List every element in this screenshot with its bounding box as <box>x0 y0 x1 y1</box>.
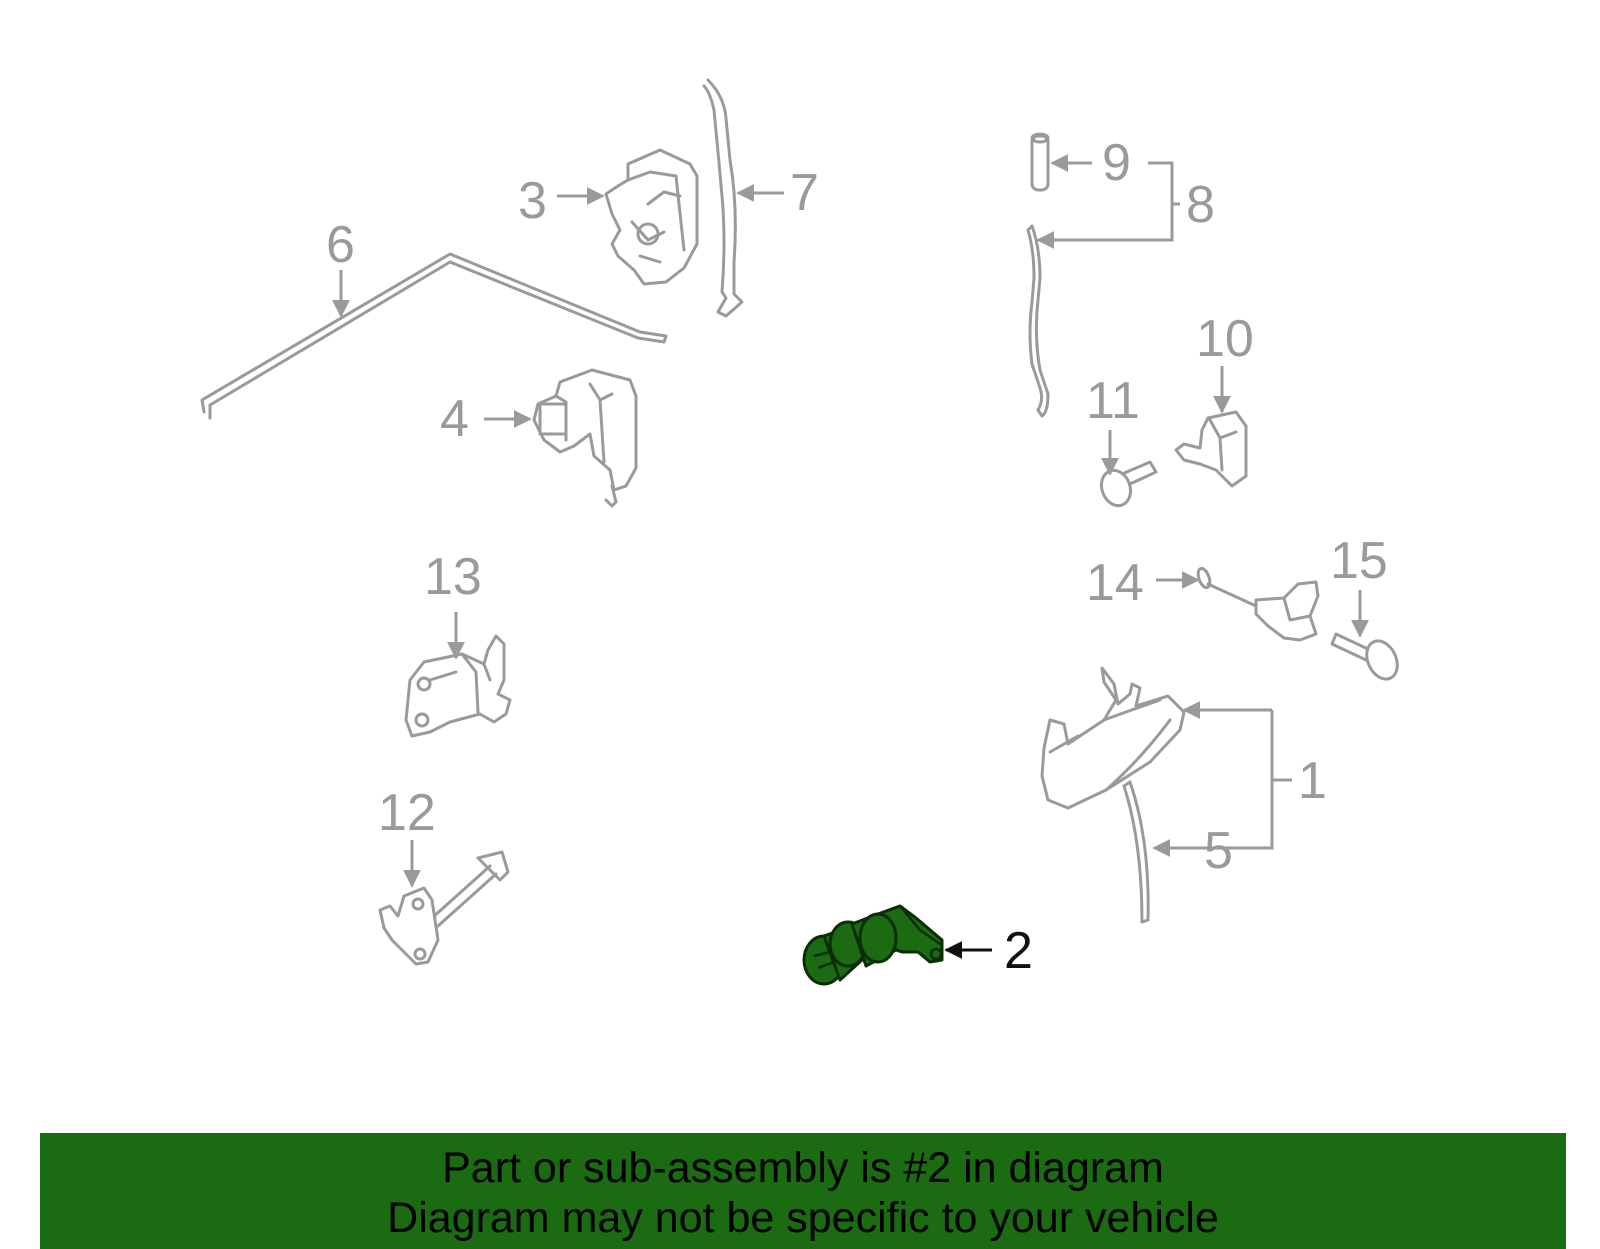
info-banner: Part or sub-assembly is #2 in diagram Di… <box>40 1133 1566 1249</box>
callout-6: 6 <box>326 216 355 274</box>
callout-9: 9 <box>1102 134 1131 192</box>
part-1-outside-handle <box>1040 666 1186 810</box>
banner-line-1: Part or sub-assembly is #2 in diagram <box>442 1144 1164 1192</box>
part-7-rod <box>702 78 744 318</box>
callout-12: 12 <box>378 784 436 842</box>
callout-4: 4 <box>440 390 469 448</box>
callout-3: 3 <box>518 172 547 230</box>
part-4-lock-assembly <box>532 368 638 508</box>
part-8-rod <box>1026 224 1050 418</box>
callout-13: 13 <box>424 548 482 606</box>
part-5-cable <box>1122 780 1150 924</box>
callout-11: 11 <box>1086 372 1140 430</box>
part-13-hinge <box>404 634 512 738</box>
callout-1: 1 <box>1298 752 1327 810</box>
part-14-rod-clip <box>1196 566 1320 642</box>
part-15-bolt <box>1330 632 1399 681</box>
part-6-rod <box>200 252 668 420</box>
callout-8: 8 <box>1186 176 1215 234</box>
part-3-lock-actuator <box>604 148 699 286</box>
part-11-bolt <box>1099 460 1158 508</box>
part-2-lock-cylinder <box>802 904 944 986</box>
callout-7: 7 <box>790 164 819 222</box>
callout-2: 2 <box>1004 922 1033 980</box>
part-9-pin <box>1030 132 1050 192</box>
leader-5 <box>1152 710 1274 857</box>
part-10-bracket <box>1174 410 1248 488</box>
callout-5: 5 <box>1204 822 1233 880</box>
callout-10: 10 <box>1196 310 1254 368</box>
banner-line-2: Diagram may not be specific to your vehi… <box>387 1194 1219 1242</box>
callout-15: 15 <box>1330 532 1388 590</box>
leader-8 <box>1036 161 1174 249</box>
part-12-door-check <box>378 850 510 966</box>
callout-14: 14 <box>1086 554 1144 612</box>
